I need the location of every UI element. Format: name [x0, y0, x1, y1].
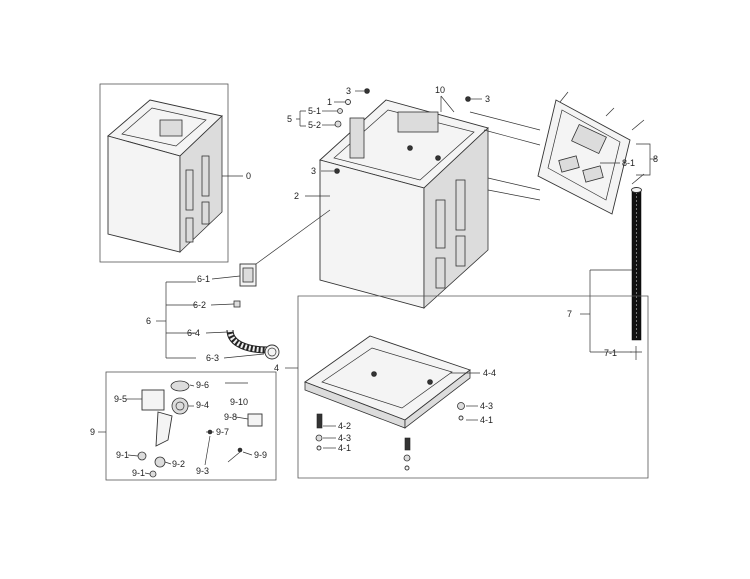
- label-4-3-a: 4-3: [338, 433, 351, 443]
- hose-assembly-6: [226, 263, 280, 360]
- label-2: 2: [294, 191, 299, 201]
- part-9-4: [171, 397, 189, 415]
- label-6: 6: [146, 316, 151, 326]
- label-9-8: 9-8: [224, 412, 237, 422]
- label-4-4: 4-4: [483, 368, 496, 378]
- label-8: 8: [653, 154, 658, 164]
- label-3-b: 3: [485, 94, 490, 104]
- label-7: 7: [567, 309, 572, 319]
- screw-3-left: [334, 168, 340, 174]
- label-6-2: 6-2: [193, 300, 206, 310]
- part-6-2: [233, 300, 241, 308]
- label-9-10: 9-10: [230, 397, 248, 407]
- label-0: 0: [246, 171, 251, 181]
- label-5-2: 5-2: [308, 120, 321, 130]
- label-9-1-b: 9-1: [132, 468, 145, 478]
- screw-3-group: 3 3 3: [311, 86, 490, 176]
- label-5-1: 5-1: [308, 106, 321, 116]
- screw-3-top: [364, 88, 370, 94]
- label-9-7: 9-7: [216, 427, 229, 437]
- label-4-1-a: 4-1: [338, 443, 351, 453]
- part-1: [345, 99, 351, 105]
- label-4: 4: [274, 363, 279, 373]
- part-6-3: [264, 344, 280, 360]
- label-4-2: 4-2: [338, 421, 351, 431]
- assembly-0-group: 0: [99, 83, 251, 263]
- label-5: 5: [287, 114, 292, 124]
- cabinet-assembly-0: [107, 99, 223, 253]
- part-9-6: [170, 380, 190, 392]
- label-3-a: 3: [346, 86, 351, 96]
- label-4-3-b: 4-3: [480, 401, 493, 411]
- label-4-1-b: 4-1: [480, 415, 493, 425]
- label-9-1-a: 9-1: [116, 450, 129, 460]
- label-1: 1: [327, 97, 332, 107]
- label-3-c: 3: [311, 166, 316, 176]
- base-frame-4-frame: [297, 295, 649, 479]
- label-9-9: 9-9: [254, 450, 267, 460]
- label-6-4: 6-4: [187, 328, 200, 338]
- label-9-3: 9-3: [196, 466, 209, 476]
- pump-assembly-9: [137, 380, 263, 478]
- screw-3-right: [465, 96, 471, 102]
- label-9-5: 9-5: [114, 394, 127, 404]
- part-9-5: [141, 389, 165, 411]
- label-9-6: 9-6: [196, 380, 209, 390]
- pump-assembly-9-frame: [105, 371, 277, 481]
- part-5-group: 5 5-1 5-2: [287, 106, 343, 130]
- label-9: 9: [90, 427, 95, 437]
- label-9-2: 9-2: [172, 459, 185, 469]
- part-9-2: [154, 456, 166, 468]
- label-7-1: 7-1: [604, 348, 617, 358]
- label-6-1: 6-1: [197, 274, 210, 284]
- label-9-4: 9-4: [196, 400, 209, 410]
- part-9-8: [247, 413, 263, 427]
- label-8-1: 8-1: [622, 158, 635, 168]
- label-10: 10: [435, 85, 445, 95]
- base-frame-4: [304, 335, 471, 429]
- part-9-9: [237, 447, 243, 453]
- drain-hose-7: [630, 187, 642, 360]
- cabinet-assembly-2: [319, 99, 489, 309]
- assembly-0-frame: [99, 83, 229, 263]
- leveling-feet: 4-3 4-1 4-2 4-3 4-1: [315, 401, 493, 471]
- back-panel-8: [537, 91, 645, 215]
- label-6-3: 6-3: [206, 353, 219, 363]
